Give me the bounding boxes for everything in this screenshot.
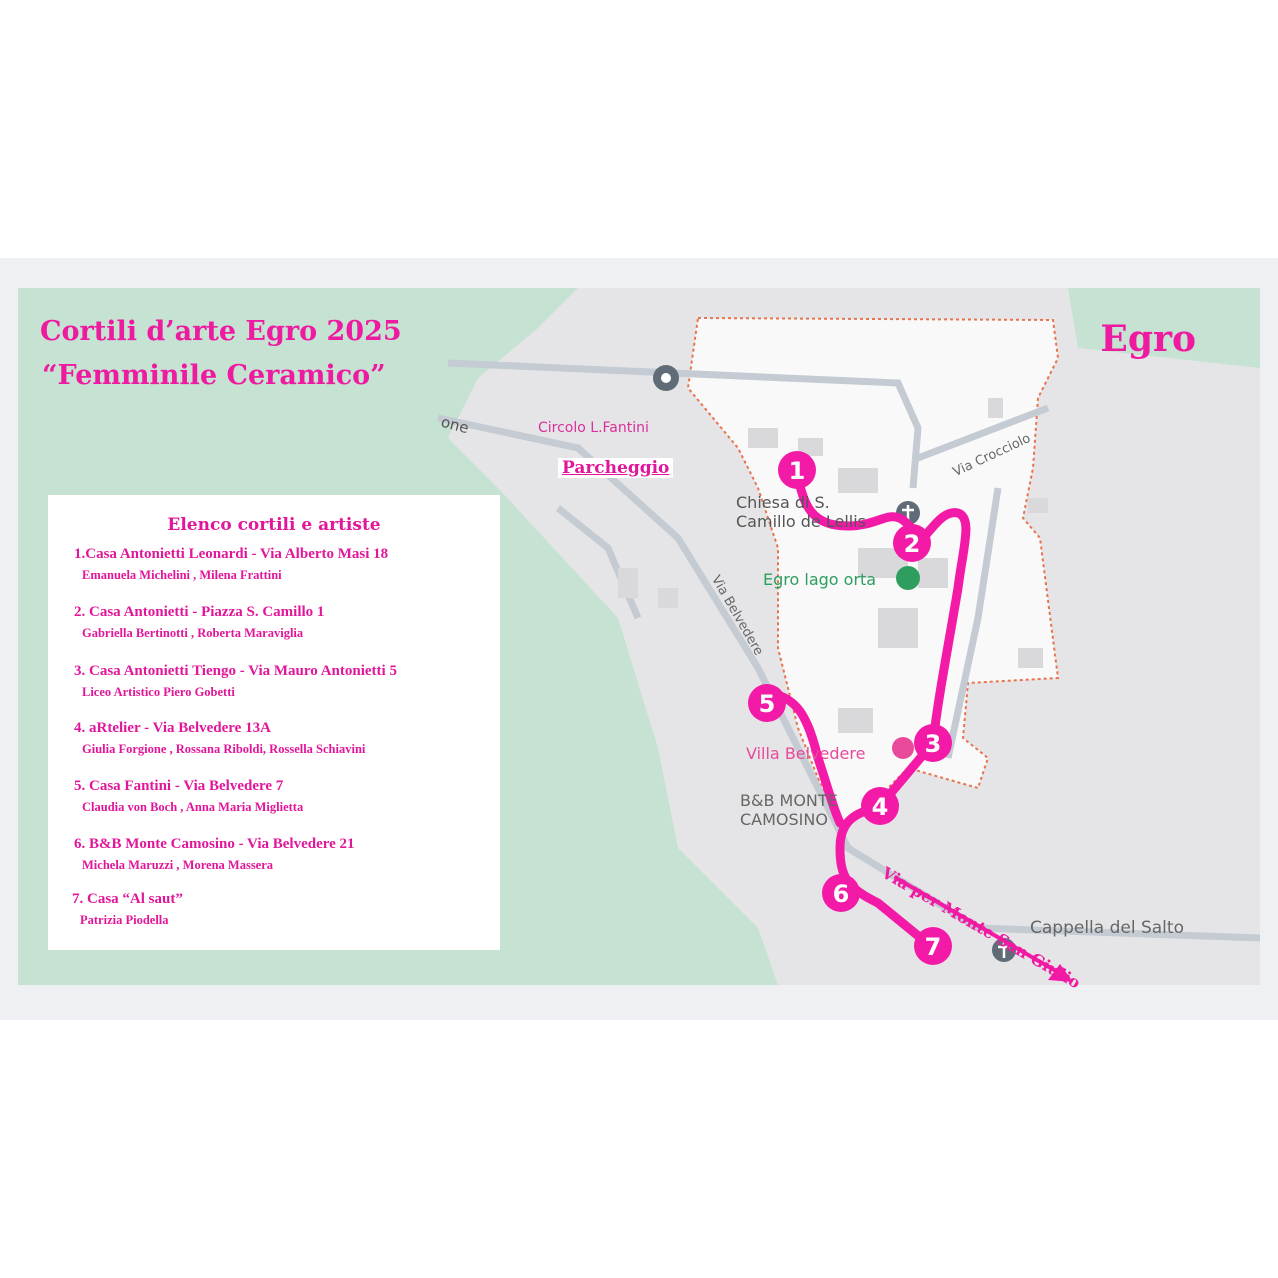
marker-6[interactable]: 6 xyxy=(822,874,860,912)
route-markers: 1 2 3 4 5 6 7 xyxy=(748,451,952,965)
courtyard-name: 4. aRtelier - Via Belvedere 13A xyxy=(74,720,271,736)
church-label: Chiesa di S. Camillo de Lellis xyxy=(736,493,867,531)
svg-text:7: 7 xyxy=(925,933,942,961)
page-title: Cortili d’arte Egro 2025 xyxy=(40,316,402,347)
marker-5[interactable]: 5 xyxy=(748,684,786,722)
map[interactable]: 1 2 3 4 5 6 7 Circolo L.Fantini Parchegg… xyxy=(18,288,1260,992)
courtyard-name: 5. Casa Fantini - Via Belvedere 7 xyxy=(74,778,284,794)
page-subtitle: “Femminile Ceramico” xyxy=(42,360,386,391)
marker-2[interactable]: 2 xyxy=(893,524,931,562)
bb-label: B&B MONTE CAMOSINO xyxy=(740,791,838,829)
arrow-head-icon xyxy=(1048,964,1073,982)
svg-text:2: 2 xyxy=(904,530,921,558)
courtyard-name: 3. Casa Antonietti Tiengo - Via Mauro An… xyxy=(74,663,397,679)
artists: Liceo Artistico Piero Gobetti xyxy=(82,685,235,699)
svg-text:6: 6 xyxy=(833,880,850,908)
cappella-label: Cappella del Salto xyxy=(1030,918,1184,938)
courtyard-name: 2. Casa Antonietti - Piazza S. Camillo 1 xyxy=(74,604,325,620)
artists: Emanuela Michelini , Milena Frattini xyxy=(82,568,282,582)
courtyard-name: 6. B&B Monte Camosino - Via Belvedere 21 xyxy=(74,836,355,852)
marker-1[interactable]: 1 xyxy=(778,451,816,489)
svg-text:1: 1 xyxy=(789,457,806,485)
list-item: 3. Casa Antonietti Tiengo - Via Mauro An… xyxy=(74,662,397,700)
egro-lago-label: Egro lago orta xyxy=(763,570,877,589)
villa-label: Villa Belvedere xyxy=(746,744,866,763)
artists: Giulia Forgione , Rossana Riboldi, Rosse… xyxy=(82,742,366,756)
circolo-label: Circolo L.Fantini xyxy=(538,420,649,436)
park-icon[interactable] xyxy=(896,566,920,590)
artists: Michela Maruzzi , Morena Massera xyxy=(82,858,274,872)
courtyard-name: 7. Casa “Al saut” xyxy=(72,891,183,907)
marker-4[interactable]: 4 xyxy=(861,787,899,825)
parking-label[interactable]: Parcheggio xyxy=(558,458,674,478)
list-item: 2. Casa Antonietti - Piazza S. Camillo 1… xyxy=(74,603,324,641)
route-path xyxy=(765,465,1070,980)
legend-panel: Elenco cortili e artiste 1.Casa Antoniet… xyxy=(48,495,500,950)
list-item: 7. Casa “Al saut” Patrizia Piodella xyxy=(72,890,183,928)
place-name: Egro xyxy=(1100,318,1196,360)
buildings xyxy=(618,398,1048,733)
pin-icon[interactable] xyxy=(653,365,679,391)
list-item: 6. B&B Monte Camosino - Via Belvedere 21… xyxy=(74,835,355,873)
svg-text:5: 5 xyxy=(759,690,776,718)
artists: Gabriella Bertinotti , Roberta Maravigli… xyxy=(82,626,304,640)
list-item: 4. aRtelier - Via Belvedere 13A Giulia Fo… xyxy=(74,719,365,757)
artists: Patrizia Piodella xyxy=(80,913,169,927)
artists: Claudia von Boch , Anna Maria Miglietta xyxy=(82,800,304,814)
courtyard-name: 1.Casa Antonietti Leonardi - Via Alberto… xyxy=(74,546,389,562)
marker-7[interactable]: 7 xyxy=(914,927,952,965)
list-item: 5. Casa Fantini - Via Belvedere 7 Claudia… xyxy=(74,777,303,815)
marker-3[interactable]: 3 xyxy=(914,724,952,762)
list-item: 1.Casa Antonietti Leonardi - Via Alberto… xyxy=(74,545,388,583)
svg-text:3: 3 xyxy=(925,730,942,758)
hotel-icon[interactable] xyxy=(892,737,914,759)
legend-heading: Elenco cortili e artiste xyxy=(167,515,381,535)
svg-text:4: 4 xyxy=(872,793,889,821)
